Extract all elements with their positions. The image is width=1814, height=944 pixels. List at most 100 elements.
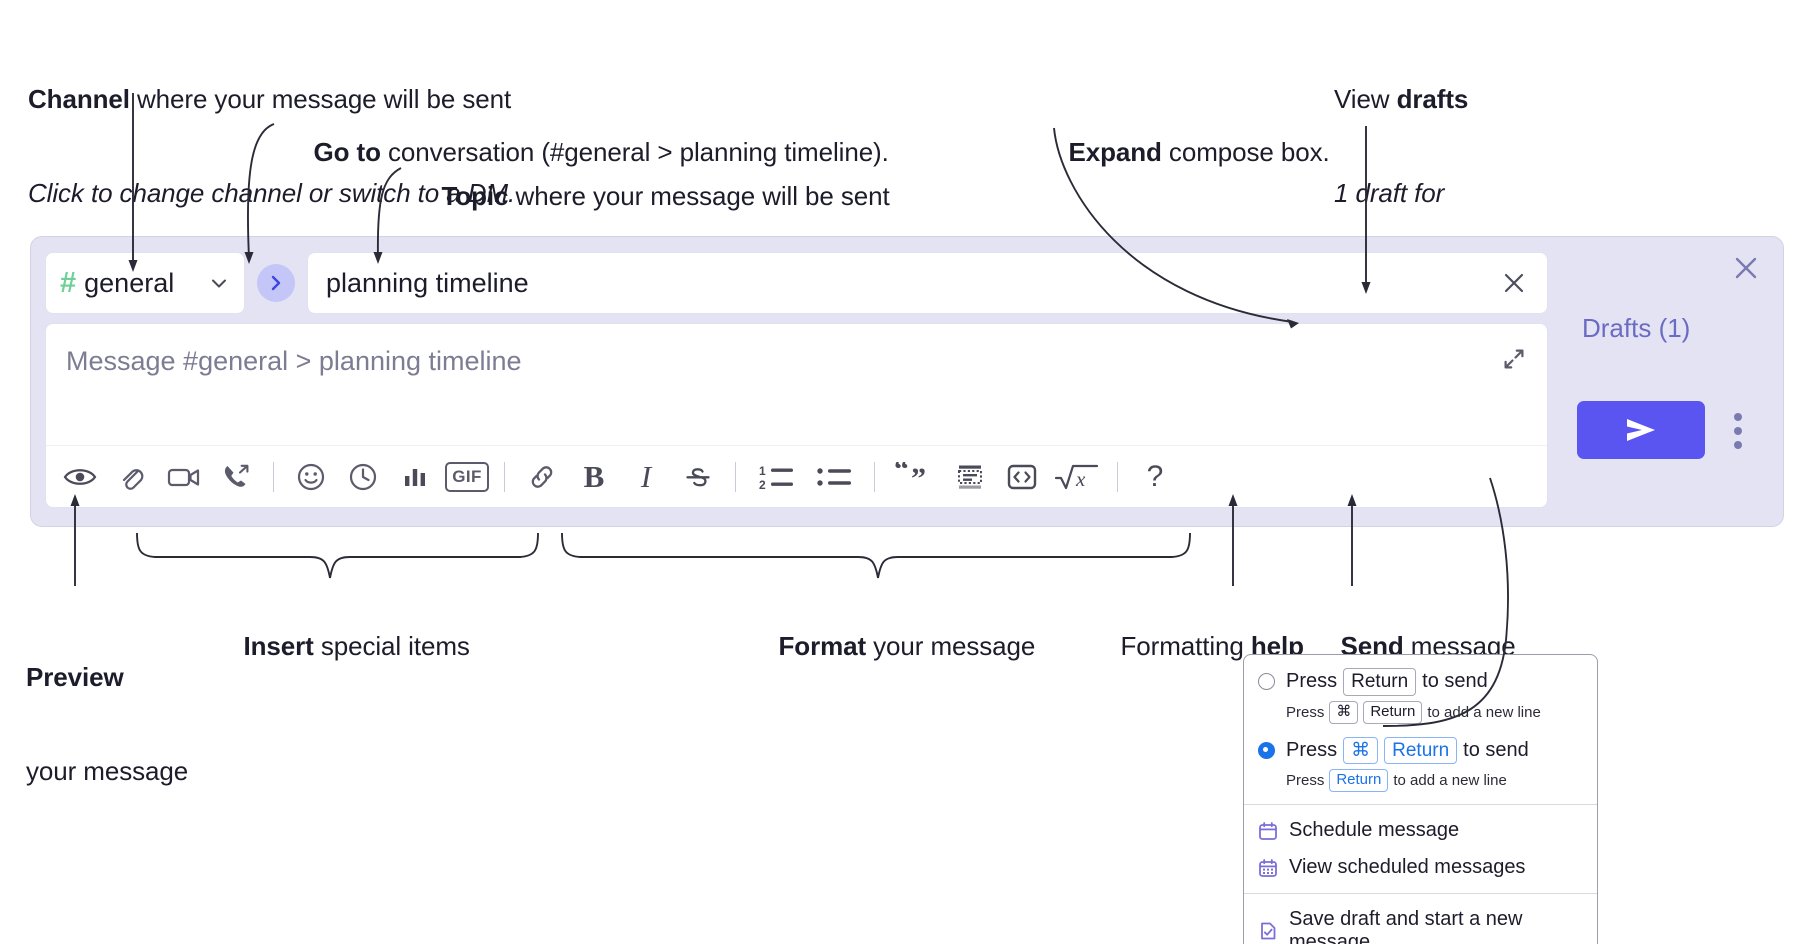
attachment-icon[interactable] <box>106 454 158 500</box>
annotation-channel-bold: Channel <box>28 84 130 115</box>
strikethrough-icon[interactable] <box>672 454 724 500</box>
press-word: Press <box>1286 670 1338 693</box>
annotation-drafts-bold: drafts <box>1396 84 1469 115</box>
channel-name-label: general <box>84 267 175 298</box>
preview-icon[interactable] <box>54 454 106 500</box>
clear-topic-icon[interactable] <box>1497 266 1531 300</box>
radio-cmd-return-to-send[interactable] <box>1258 741 1275 759</box>
annotation-insert-rest: special items <box>313 631 470 662</box>
option-cmd-return-to-send[interactable]: Press ⌘ Return to send <box>1244 734 1597 768</box>
topic-value: planning timeline <box>326 267 529 298</box>
message-compose-box[interactable]: Message #general > planning timeline <box>45 323 1548 508</box>
poll-icon[interactable] <box>389 454 441 500</box>
option-return-to-send-label: Press Return to send <box>1286 668 1488 696</box>
annotation-insert: Insert special items <box>215 600 470 694</box>
svg-text:x: x <box>1075 467 1086 491</box>
link-icon[interactable] <box>516 454 568 500</box>
formatting-toolbar: GIF B I <box>46 445 1547 507</box>
calendar-icon <box>1258 821 1278 841</box>
annotation-expand-rest: compose box. <box>1161 137 1330 168</box>
sub-press-word: Press <box>1286 703 1325 721</box>
menu-divider <box>1244 893 1597 894</box>
to-send-word: to send <box>1422 670 1488 693</box>
compose-options-button[interactable] <box>1723 409 1753 453</box>
channel-selector[interactable]: # general <box>45 252 245 314</box>
menu-item-schedule-message[interactable]: Schedule message <box>1244 812 1597 849</box>
svg-text:1: 1 <box>759 464 766 478</box>
sub-tail-text: to add a new line <box>1393 772 1507 790</box>
menu-item-view-scheduled[interactable]: View scheduled messages <box>1244 849 1597 886</box>
topic-input[interactable]: planning timeline <box>307 252 1548 314</box>
hash-icon: # <box>60 266 77 299</box>
key-command: ⌘ <box>1343 736 1379 765</box>
expand-icon[interactable] <box>1497 342 1531 376</box>
annotation-channel-rest: where your message will be sent <box>129 84 512 115</box>
annotation-expand-bold: Expand <box>1068 137 1162 168</box>
huddle-icon[interactable] <box>210 454 262 500</box>
bold-icon[interactable]: B <box>568 454 620 500</box>
menu-item-save-draft[interactable]: Save draft and start a new message <box>1244 901 1597 944</box>
annotation-topic-bold: Topic <box>441 181 509 212</box>
annotation-format-rest: your message <box>866 631 1036 662</box>
annotation-preview-bold: Preview <box>26 662 124 693</box>
key-command: ⌘ <box>1329 700 1359 724</box>
sub-press-word: Press <box>1286 772 1325 790</box>
go-to-conversation-button[interactable] <box>257 264 295 302</box>
schedule-icon[interactable] <box>337 454 389 500</box>
key-return: Return <box>1343 668 1417 696</box>
svg-text:2: 2 <box>759 478 766 492</box>
annotation-goto-bold: Go to <box>313 137 381 168</box>
annotation-drafts-italic1: 1 draft for <box>1334 177 1445 208</box>
ordered-list-icon[interactable]: 1 2 <box>747 454 805 500</box>
italic-icon[interactable]: I <box>620 454 672 500</box>
option-return-to-send[interactable]: Press Return to send <box>1244 665 1597 699</box>
code-icon[interactable] <box>996 454 1048 500</box>
chevron-down-icon <box>208 272 230 294</box>
annotation-goto: Go to conversation (#general > planning … <box>285 106 889 200</box>
dot <box>1734 427 1742 435</box>
message-input-area[interactable]: Message #general > planning timeline <box>46 324 1547 445</box>
press-word: Press <box>1286 738 1338 761</box>
compose-options-menu: Press Return to send Press ⌘ Return to a… <box>1243 654 1598 944</box>
emoji-icon[interactable] <box>285 454 337 500</box>
blockquote-icon[interactable]: “ ” <box>886 454 944 500</box>
toolbar-divider <box>1117 461 1118 492</box>
compose-panel: # general planning timeline <box>30 236 1784 527</box>
gif-icon[interactable]: GIF <box>441 454 493 500</box>
annotation-format-bold: Format <box>778 631 867 662</box>
annotation-insert-bold: Insert <box>243 631 314 662</box>
key-return: Return <box>1384 736 1458 765</box>
help-label: ? <box>1146 459 1164 493</box>
drafts-link[interactable]: Drafts (1) <box>1582 313 1691 343</box>
save-draft-icon <box>1258 921 1278 941</box>
toolbar-divider <box>504 461 505 492</box>
video-icon[interactable] <box>158 454 210 500</box>
code-block-icon[interactable] <box>944 454 996 500</box>
annotation-preview-line2: your message <box>26 755 189 786</box>
toolbar-divider <box>874 461 875 492</box>
annotation-goto-rest: conversation (#general > planning timeli… <box>380 137 889 168</box>
annotation-preview: Preview your message <box>26 600 188 850</box>
annotation-topic: Topic where your message will be sent <box>413 150 890 244</box>
menu-divider <box>1244 804 1597 805</box>
option-cmd-return-to-send-sub: Press Return to add a new line <box>1244 767 1597 794</box>
draft-group: Save draft and start a new message <box>1244 894 1597 944</box>
radio-return-to-send[interactable] <box>1258 673 1275 691</box>
svg-text:”: ” <box>911 462 926 492</box>
help-icon[interactable]: ? <box>1129 454 1181 500</box>
close-icon[interactable] <box>1729 251 1763 285</box>
annotation-topic-rest: where your message will be sent <box>508 181 890 212</box>
send-shortcut-options: Press Return to send Press ⌘ Return to a… <box>1244 655 1597 804</box>
math-icon[interactable]: x <box>1048 454 1106 500</box>
annotation-help-lead: Formatting <box>1120 631 1251 662</box>
bulleted-list-icon[interactable] <box>805 454 863 500</box>
svg-text:“: “ <box>894 462 909 486</box>
annotation-braces <box>136 532 1191 579</box>
send-button[interactable] <box>1577 401 1705 459</box>
dot <box>1734 413 1742 421</box>
annotation-format: Format your message <box>750 600 1036 694</box>
message-placeholder: Message #general > planning timeline <box>66 346 522 376</box>
schedule-group: Schedule message View scheduled messages <box>1244 805 1597 893</box>
italic-label: I <box>640 459 652 494</box>
